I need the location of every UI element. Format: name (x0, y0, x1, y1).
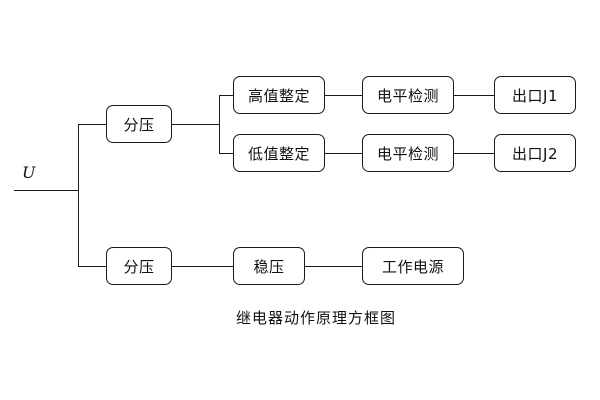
line-level-detect-2-to-output-j2 (454, 153, 494, 154)
main-bus-vertical-line (78, 124, 79, 266)
line-low-set-to-level-detect-2 (325, 153, 362, 154)
line-to-low-set (219, 153, 233, 154)
node-divider-bottom[interactable]: 分压 (106, 247, 172, 285)
line-level-detect-1-to-output-j1 (454, 95, 494, 96)
node-low-set[interactable]: 低值整定 (233, 134, 325, 172)
node-divider-top[interactable]: 分压 (106, 105, 172, 143)
input-trunk-line (14, 190, 78, 191)
node-level-detect-2[interactable]: 电平检测 (362, 134, 454, 172)
diagram-caption: 继电器动作原理方框图 (236, 309, 397, 327)
branch-line-to-divider-top (78, 124, 106, 125)
input-source-label: U (22, 163, 36, 182)
node-regulator[interactable]: 稳压 (233, 247, 305, 285)
line-divider-bottom-to-regulator (172, 266, 233, 267)
split-vertical-line (219, 95, 220, 153)
line-high-set-to-level-detect-1 (325, 95, 362, 96)
node-level-detect-1[interactable]: 电平检测 (362, 76, 454, 114)
node-high-set[interactable]: 高值整定 (233, 76, 325, 114)
node-output-j2[interactable]: 出口J2 (494, 134, 576, 172)
line-to-high-set (219, 95, 233, 96)
divider-top-output-line (172, 124, 219, 125)
node-working-supply[interactable]: 工作电源 (362, 247, 464, 285)
branch-line-to-divider-bottom (78, 266, 106, 267)
node-output-j1[interactable]: 出口J1 (494, 76, 576, 114)
line-regulator-to-working-supply (305, 266, 362, 267)
